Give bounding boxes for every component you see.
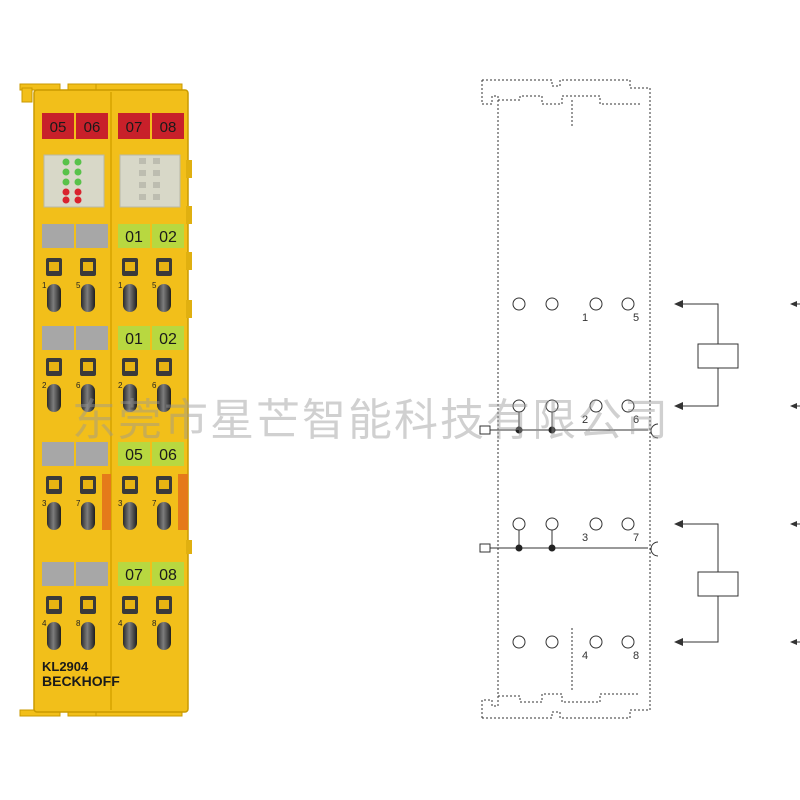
terminal-label: 4 [42, 619, 47, 628]
terminal-label: 6 [152, 381, 157, 390]
window-label: 02 [159, 331, 177, 348]
window-label: 06 [159, 447, 177, 464]
terminal-label: 5 [152, 281, 157, 290]
model-label: KL2904 [42, 659, 89, 674]
window-label: 08 [159, 567, 177, 584]
terminal-label: 3 [42, 499, 47, 508]
window-label: 05 [125, 447, 143, 464]
terminal-label: 8 [152, 619, 157, 628]
arrow-icon [674, 300, 797, 646]
terminal-label: 2 [42, 381, 47, 390]
watermark: 东莞市星芒智能科技有限公司 [72, 395, 670, 446]
terminal-number: 4 [582, 650, 588, 662]
terminal-label: 7 [76, 499, 81, 508]
terminal-label: 1 [118, 281, 123, 290]
channel-label: 07 [126, 119, 143, 136]
channel-label: 08 [160, 119, 177, 136]
led-green [62, 158, 82, 186]
window-label: 07 [125, 567, 143, 584]
led-off [139, 158, 160, 200]
terminal-number: 3 [582, 532, 588, 544]
led-red [62, 188, 82, 204]
orange-marker [178, 474, 188, 530]
terminal-label: 4 [118, 619, 123, 628]
window-label: 02 [159, 229, 177, 246]
terminal-number: 2 [582, 414, 588, 426]
terminal-number: 1 [582, 312, 588, 324]
top-channel-labels: 05 06 07 08 [42, 113, 184, 139]
terminal-number: 6 [633, 414, 639, 426]
terminal-label: 6 [76, 381, 81, 390]
brand-logo: BECKHOFF [42, 673, 120, 689]
terminal-number: 7 [633, 532, 639, 544]
channel-label: 06 [84, 119, 101, 136]
channel-label: 05 [50, 119, 67, 136]
window-label: 01 [125, 229, 143, 246]
terminal-label: 8 [76, 619, 81, 628]
terminal-number: 8 [633, 650, 639, 662]
terminal-label: 5 [76, 281, 81, 290]
terminal-label: 1 [42, 281, 47, 290]
led-panel [43, 154, 181, 208]
terminal-number: 5 [633, 312, 639, 324]
wiring-terminal-numbers: 1 5 2 6 3 7 4 8 [582, 312, 639, 662]
terminal-label: 3 [118, 499, 123, 508]
window-label: 01 [125, 331, 143, 348]
wiring-dots [515, 426, 556, 552]
terminal-block: 01 02 01 02 05 06 07 08 [42, 224, 184, 650]
terminal-label: 7 [152, 499, 157, 508]
terminal-label: 2 [118, 381, 123, 390]
orange-marker [102, 474, 111, 530]
